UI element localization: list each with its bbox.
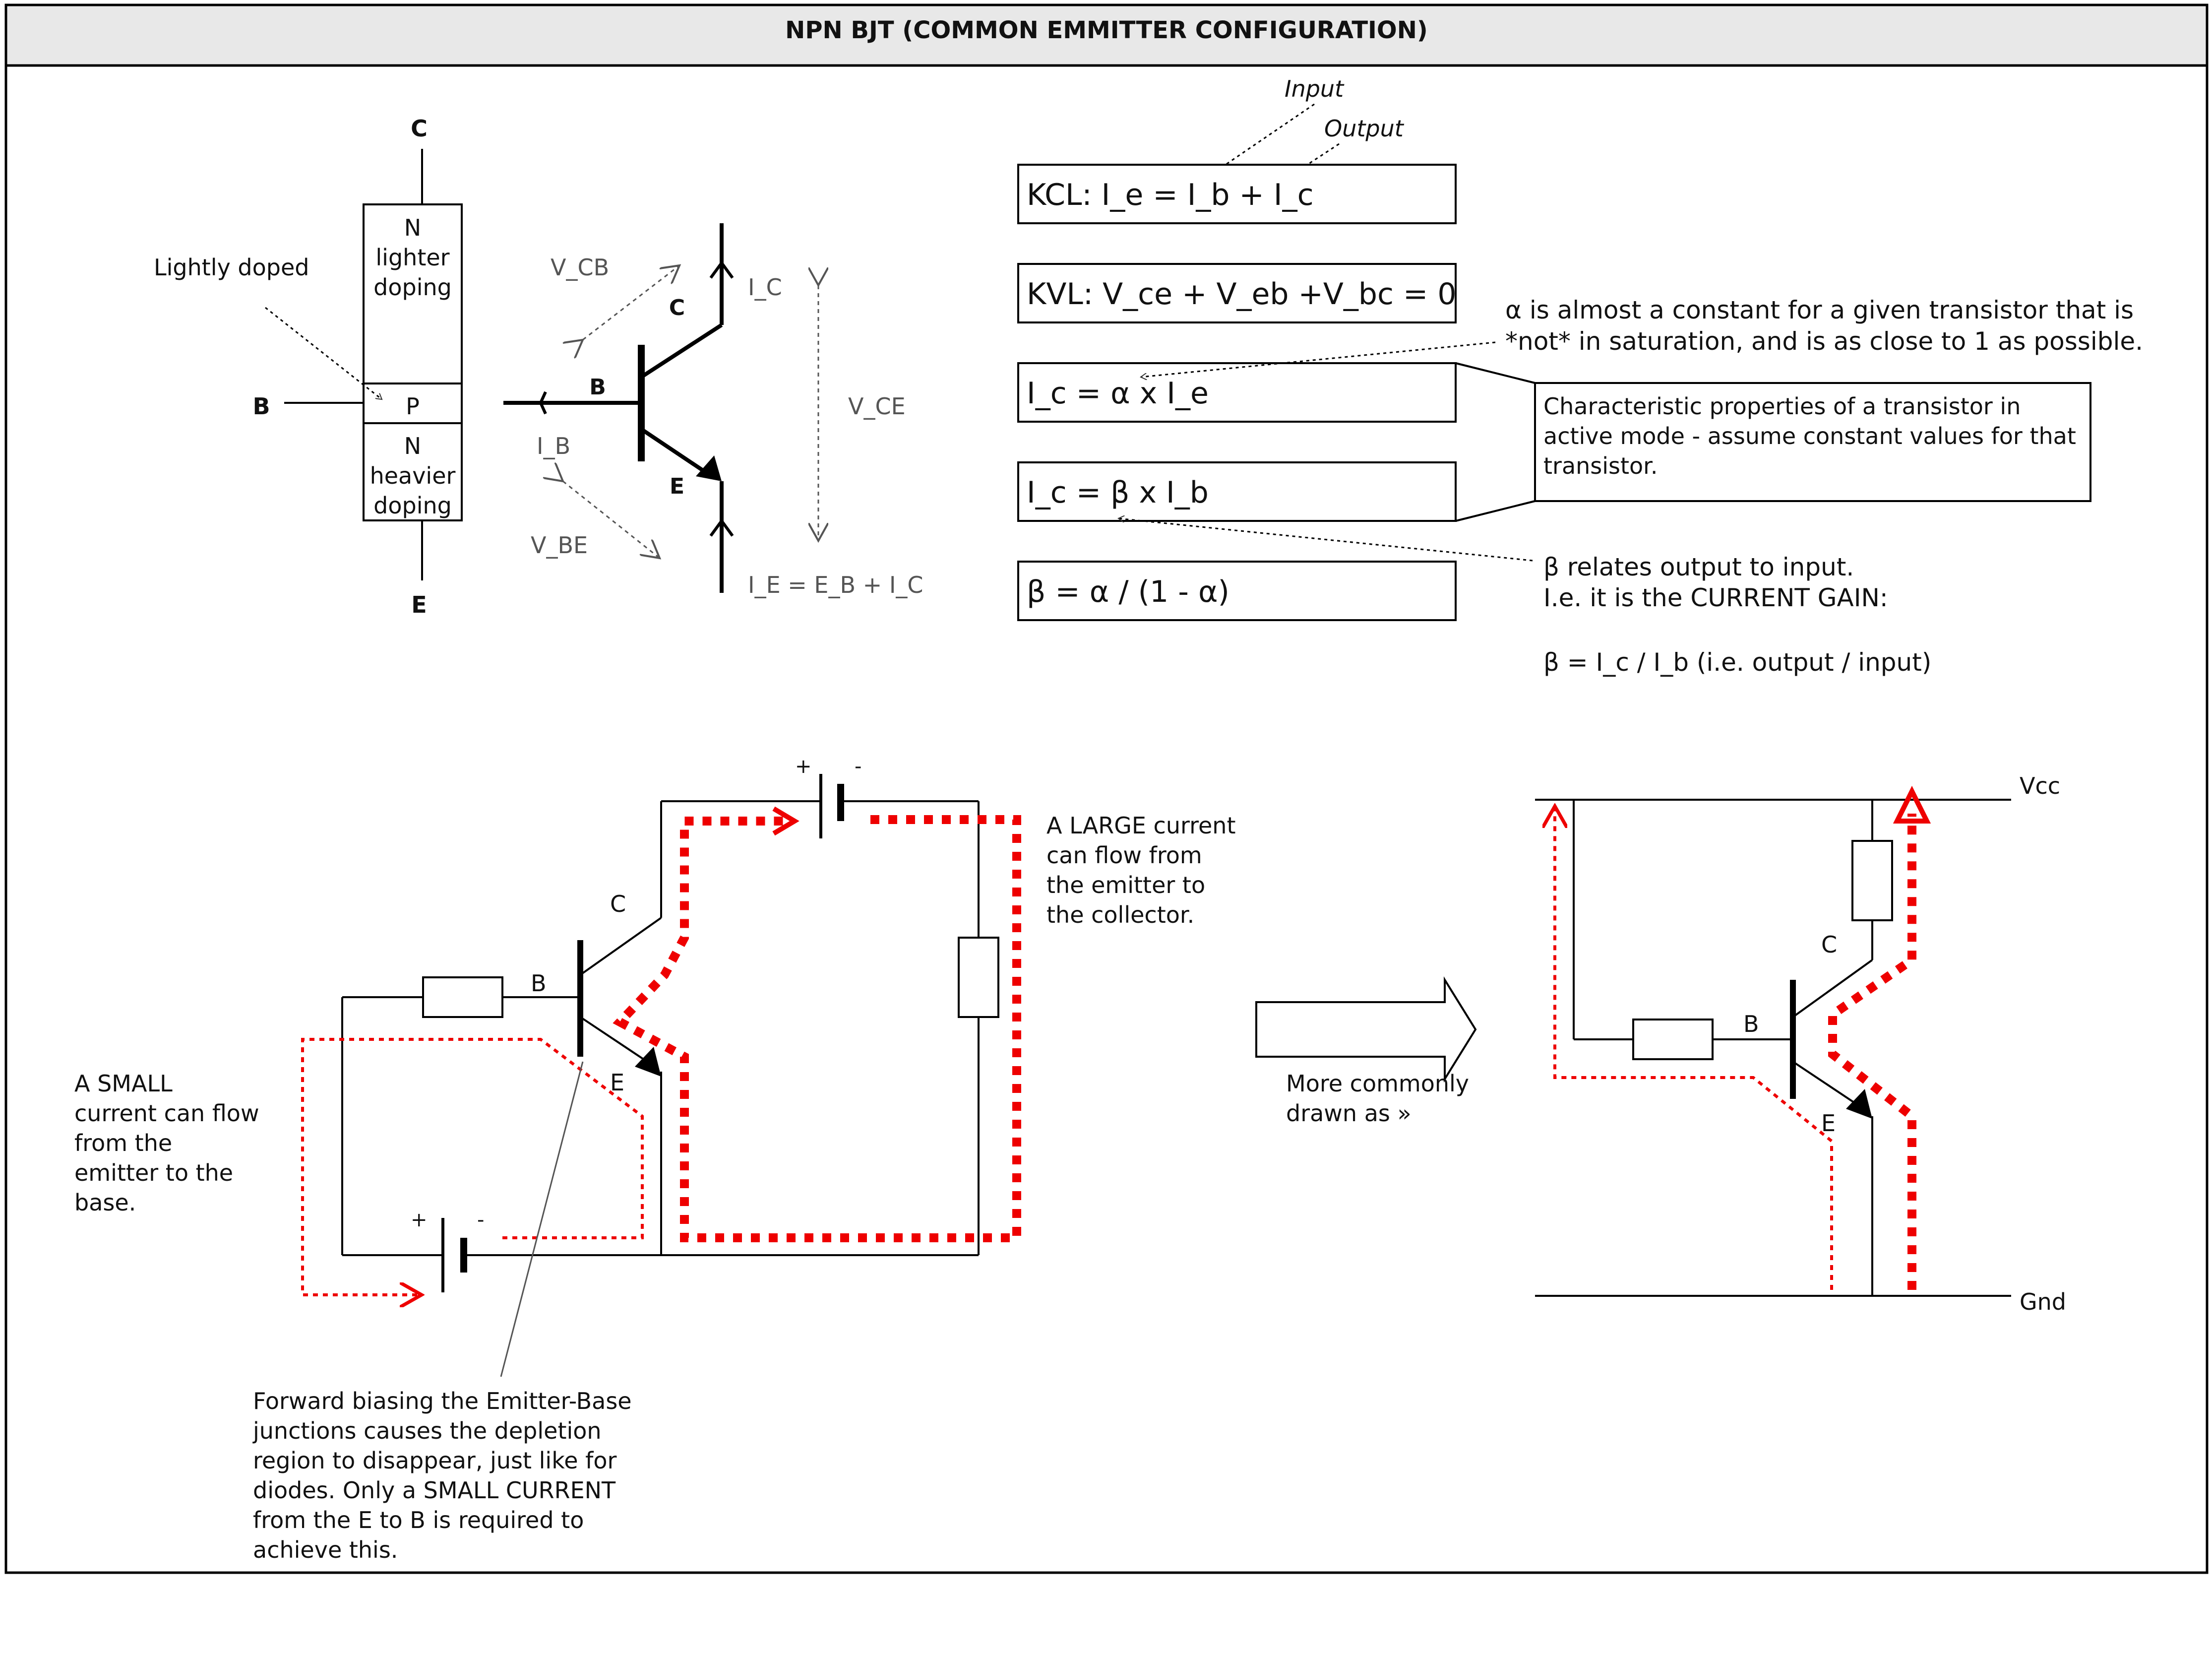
kvl-equation: KVL: V_ce + V_eb +V_bc = 0 [1027,277,1457,312]
structure-b-label: B [252,393,270,420]
large-note-line4: the collector. [1046,901,1194,928]
base-region-p: P [406,393,420,420]
large-note-line1: A LARGE current [1046,812,1235,839]
left-b-label: B [531,970,547,997]
collector-region-doping: doping [373,274,452,301]
arrow-note-line2: drawn as » [1286,1100,1412,1127]
structure-c-label: C [411,115,428,142]
equations: Input Output KCL: I_e = I_b + I_c KVL: V… [1017,75,2143,677]
large-note-line2: can flow from [1046,842,1202,869]
char-note-line2: active mode - assume constant values for… [1543,423,2076,449]
right-large-current-path [1828,814,1916,1290]
beta-note-line4: β = I_c / I_b (i.e. output / input) [1543,648,1931,677]
char-note-line1: Characteristic properties of a transisto… [1543,393,2021,420]
emitter-region-n: N [404,433,421,459]
structure-e-label: E [411,591,427,618]
page-title: NPN BJT (COMMON EMMITTER CONFIGURATION) [785,16,1428,44]
large-note-line3: the emitter to [1046,872,1205,898]
forward-note-line4: diodes. Only a SMALL CURRENT [253,1477,616,1504]
i-e-label: I_E = E_B + I_C [748,572,923,598]
forward-note-line1: Forward biasing the Emitter-Base [253,1388,632,1414]
title-bar [4,3,2209,67]
lightly-doped-note: Lightly doped [154,254,309,281]
ic-beta-equation: I_c = β x I_b [1027,475,1209,510]
forward-note-line3: region to disappear, just like for [253,1447,616,1474]
ic-beta-box [1017,461,1457,522]
left-e-label: E [610,1069,624,1096]
transistor-structure: C B E N lighter doping P N heavier dopin… [154,115,463,618]
small-note-line3: from the [74,1130,172,1156]
collector-region-lighter: lighter [375,244,449,271]
top-battery-plus: + [795,755,812,778]
more-commonly-arrow: More commonly drawn as » [1255,976,1477,1127]
small-note-line5: base. [74,1189,136,1216]
v-ce-label: V_CE [848,393,906,420]
characteristic-box [1534,382,2091,502]
i-c-label: I_C [748,274,782,301]
beta-note-line2: I.e. it is the CURRENT GAIN: [1543,583,1888,612]
vcc-label: Vcc [2020,772,2060,799]
kvl-box [1017,263,1457,323]
symbol-b-label: B [589,375,606,400]
right-e-label: E [1821,1110,1836,1137]
output-label: Output [1324,115,1405,142]
small-note-line1: A SMALL [74,1070,173,1097]
symbol-e-label: E [670,474,684,499]
alpha-note-line1: α is almost a constant for a given trans… [1505,296,2134,324]
kcl-box [1017,164,1457,224]
emitter-region-heavier: heavier [370,462,456,489]
symbol-c-label: C [669,295,685,320]
small-note-line2: current can flow [74,1100,259,1127]
kcl-equation: KCL: I_e = I_b + I_c [1027,178,1314,212]
large-current-path [613,815,1021,1242]
alpha-note-line2: *not* in saturation, and is as close to … [1505,327,2143,356]
i-b-label: I_B [537,433,570,459]
v-be-label: V_BE [531,532,588,559]
beta-note-line1: β relates output to input. [1543,553,1854,581]
collector-region-n: N [404,214,421,241]
ic-alpha-equation: I_c = α x I_e [1027,376,1209,411]
beta-alpha-box [1017,561,1457,621]
input-label: Input [1285,75,1345,102]
char-note-line3: transistor. [1543,452,1658,479]
left-c-label: C [610,891,626,917]
frame [4,3,2209,1574]
right-c-label: C [1821,931,1837,958]
bottom-battery-plus: + [411,1209,428,1231]
top-battery-minus: - [855,755,861,778]
small-note-line4: emitter to the [74,1159,233,1186]
bottom-battery-minus: - [477,1209,484,1231]
forward-note-line6: achieve this. [253,1536,398,1563]
beta-alpha-equation: β = α / (1 - α) [1027,574,1229,609]
right-b-label: B [1743,1011,1759,1037]
small-current-path [301,1038,644,1295]
emitter-region-doping: doping [373,492,452,519]
ic-alpha-box [1017,362,1457,423]
forward-note-line5: from the E to B is required to [253,1507,584,1533]
arrow-note-line1: More commonly [1286,1070,1469,1097]
gnd-label: Gnd [2020,1288,2066,1315]
forward-note-line2: junctions causes the depletion [252,1417,602,1444]
transistor-symbol: C B E V_CB I_C V_CE I_B V_BE I_E = E_B +… [503,223,923,598]
right-small-current-path [1555,806,1833,1290]
v-cb-label: V_CB [551,254,609,281]
circuit-right: Vcc Gnd C B E [1535,772,2066,1315]
circuit-left: + - + - C B E A LARGE current can flow f… [74,755,1235,1563]
